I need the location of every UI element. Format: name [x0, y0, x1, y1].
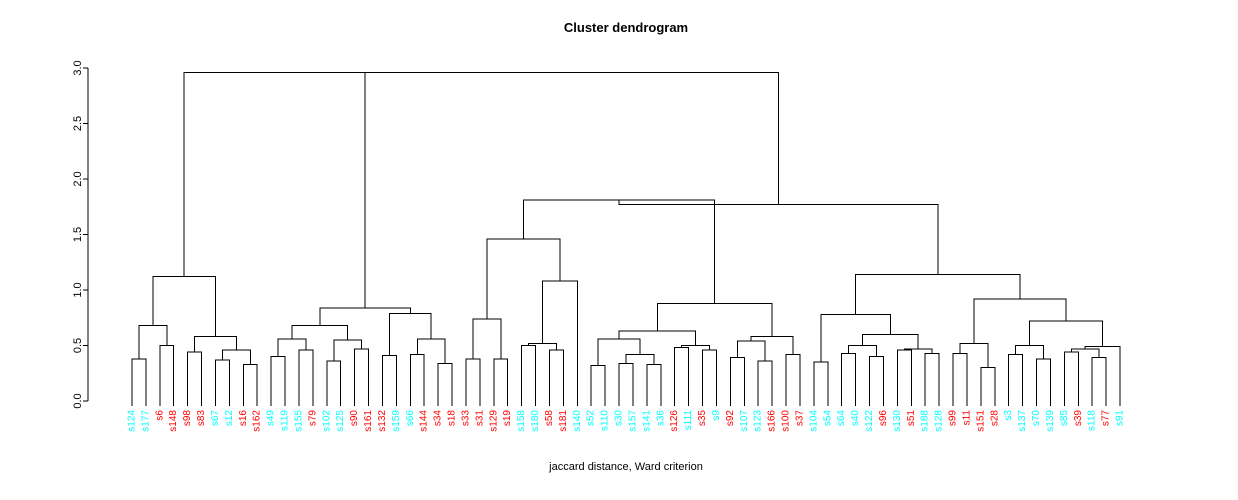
leaf-label: s77 — [1101, 410, 1112, 427]
leaf-label: s37 — [794, 410, 805, 427]
y-axis-tick-label: 0.0 — [72, 393, 84, 408]
leaf-label: s16 — [238, 410, 249, 427]
leaf-label: s110 — [600, 410, 611, 431]
leaf-label: s157 — [627, 410, 638, 432]
y-axis-tick-label: 1.5 — [72, 227, 84, 242]
leaf-label: s180 — [530, 410, 541, 432]
leaf-label: s144 — [419, 410, 430, 432]
leaf-label: s79 — [307, 410, 318, 427]
y-axis-tick-label: 1.0 — [72, 282, 84, 297]
leaf-label: s177 — [140, 410, 151, 432]
leaf-label: s118 — [1087, 410, 1098, 431]
leaf-label: s51 — [906, 410, 917, 427]
leaf-label: s92 — [725, 410, 736, 427]
dendrogram-link — [274, 71, 779, 205]
y-axis-tick-label: 2.5 — [72, 116, 84, 131]
leaf-label: s11 — [961, 410, 972, 426]
leaf-label: s12 — [224, 410, 235, 427]
leaf-label: s99 — [948, 410, 959, 427]
leaf-label: s126 — [669, 410, 680, 432]
leaf-label: s124 — [127, 410, 138, 432]
leaf-label: s166 — [767, 410, 778, 432]
leaf-label: s49 — [266, 410, 277, 427]
leaf-label: s96 — [878, 410, 889, 427]
leaf-label: s66 — [405, 410, 416, 427]
leaf-label: s39 — [1073, 410, 1084, 427]
leaf-label: s85 — [1059, 410, 1070, 427]
leaf-label: s162 — [252, 410, 263, 432]
leaf-label: s40 — [850, 410, 861, 427]
y-axis-tick-label: 2.0 — [72, 171, 84, 186]
leaf-label: s54 — [822, 410, 833, 427]
leaf-label: s104 — [808, 410, 819, 432]
leaf-tick-marks — [131, 401, 1121, 406]
leaf-label: s83 — [196, 410, 207, 427]
leaf-label: s90 — [349, 410, 360, 427]
leaf-label: s139 — [1045, 410, 1056, 432]
leaf-label: s58 — [544, 410, 555, 427]
leaf-label: s137 — [1017, 410, 1028, 432]
y-axis-tick-label: 3.0 — [72, 60, 84, 75]
dendrogram-branches — [131, 71, 1121, 401]
leaf-label: s141 — [641, 410, 652, 432]
leaf-label: s181 — [558, 410, 569, 432]
y-axis: 0.0 0.5 1.0 1.5 2.0 2.5 3.0 — [72, 60, 89, 409]
leaf-label: s100 — [781, 410, 792, 432]
leaf-label: s67 — [210, 410, 221, 427]
leaf-label: s158 — [516, 410, 527, 432]
leaf-label: s70 — [1031, 410, 1042, 427]
leaf-label: s36 — [655, 410, 666, 427]
leaf-label: s3 — [1003, 410, 1014, 421]
leaf-label: s125 — [335, 410, 346, 432]
leaf-label: s188 — [920, 410, 931, 432]
x-axis-label: jaccard distance, Ward criterion — [548, 461, 703, 473]
leaf-label: s35 — [697, 410, 708, 427]
leaf-label: s140 — [572, 410, 583, 432]
leaf-label: s161 — [363, 410, 374, 432]
leaf-label: s123 — [753, 410, 764, 432]
leaf-label: s122 — [864, 410, 875, 432]
leaf-label: s129 — [488, 410, 499, 432]
leaf-label: s91 — [1115, 410, 1126, 427]
leaf-label: s30 — [614, 410, 625, 427]
leaf-label: s18 — [447, 410, 458, 427]
leaf-label: s28 — [989, 410, 1000, 427]
leaf-label: s159 — [391, 410, 402, 432]
leaf-label: s148 — [168, 410, 179, 432]
leaf-label: s31 — [474, 410, 485, 427]
y-axis-tick-label: 0.5 — [72, 338, 84, 353]
leaf-label: s34 — [433, 410, 444, 427]
leaf-label: s98 — [182, 410, 193, 427]
page-title: Cluster dendrogram — [564, 20, 688, 35]
leaf-label: s111 — [683, 410, 694, 431]
leaf-label: s130 — [892, 410, 903, 432]
leaf-label: s9 — [711, 410, 722, 421]
leaf-label: s33 — [460, 410, 471, 427]
leaf-label: s132 — [377, 410, 388, 432]
leaf-label: s155 — [293, 410, 304, 432]
leaf-label: s6 — [154, 410, 165, 421]
leaf-label: s128 — [934, 410, 945, 432]
leaf-label: s107 — [739, 410, 750, 432]
leaf-label: s64 — [836, 410, 847, 427]
leaf-label: s19 — [502, 410, 513, 427]
leaf-label: s151 — [975, 410, 986, 432]
leaf-label: s102 — [321, 410, 332, 432]
leaf-label: s119 — [280, 410, 291, 431]
leaf-label: s52 — [586, 410, 597, 427]
